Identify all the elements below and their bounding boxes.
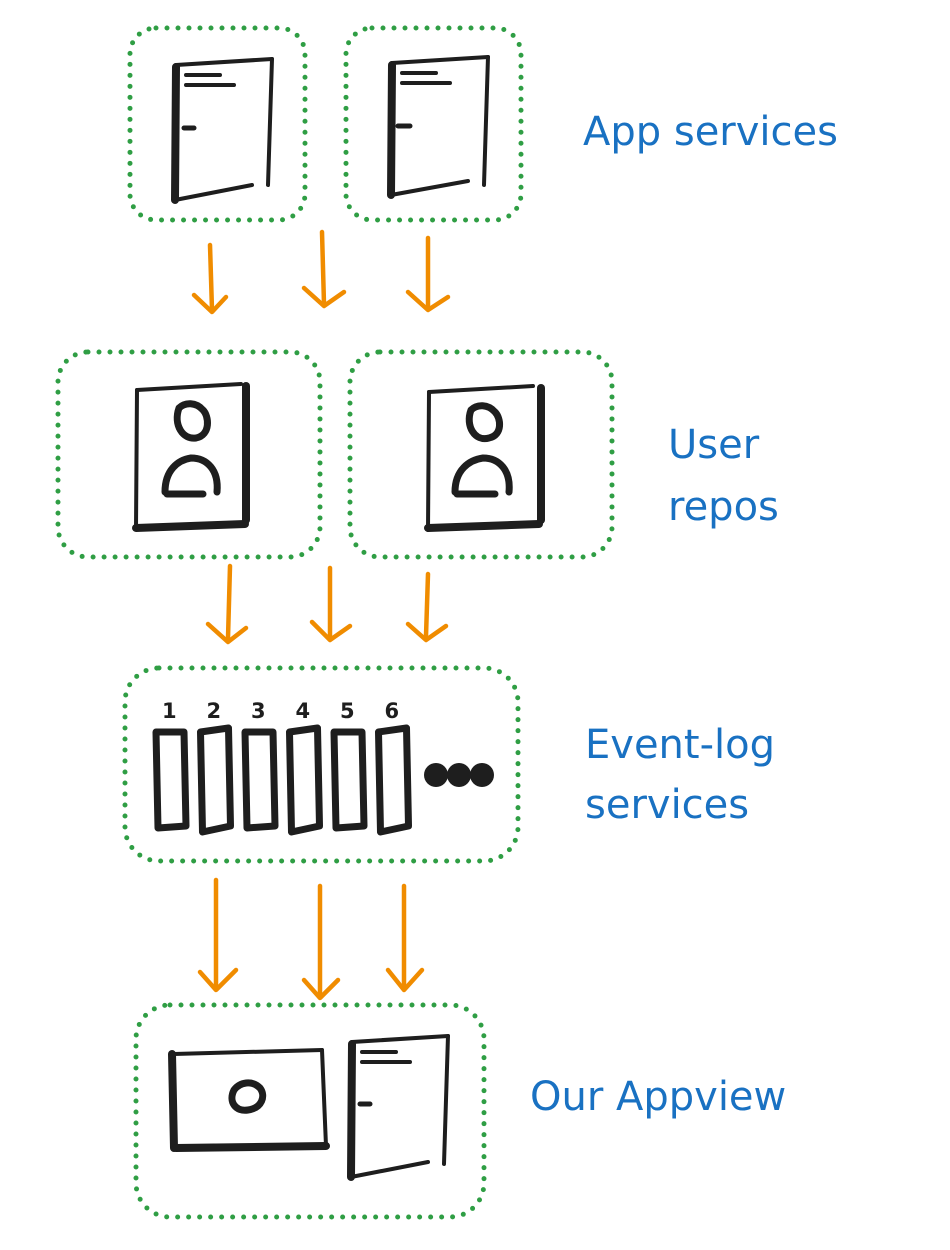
down-arrow-icon: [309, 565, 353, 643]
user-repos-label-line2: repos: [668, 484, 779, 530]
log-segment-icon: 6: [375, 699, 412, 836]
appview-label: Our Appview: [530, 1074, 786, 1120]
user-profile-icon: [132, 382, 250, 532]
down-arrow-icon: [385, 883, 425, 993]
ellipsis-icon: [424, 763, 494, 787]
user-profile-icon: [424, 384, 545, 532]
down-arrow-icon: [405, 571, 449, 643]
screen-icon: [168, 1048, 330, 1152]
log-segment-number: 5: [340, 699, 355, 723]
arrows-eventlog-to-appview: [197, 877, 425, 1001]
log-segment-icon: 5: [330, 699, 368, 832]
log-segment-number: 4: [296, 699, 311, 723]
log-segment-number: 1: [162, 699, 177, 723]
log-segment-icon: 1: [152, 699, 190, 832]
event-log-label-line1: Event-log: [585, 722, 775, 768]
down-arrow-icon: [191, 242, 229, 315]
user-repo-box: [55, 349, 323, 560]
document-icon: [171, 57, 274, 204]
down-arrow-icon: [301, 229, 347, 309]
down-arrow-icon: [197, 877, 239, 993]
down-arrow-icon: [205, 563, 249, 645]
app-service-box: [127, 25, 308, 223]
event-log-label-line2: services: [585, 782, 749, 828]
event-log-segments: 1 2 3 4 5 6: [152, 699, 412, 836]
down-arrow-icon: [405, 235, 451, 313]
app-services-label: App services: [583, 109, 838, 155]
log-segment-number: 2: [207, 699, 222, 723]
app-service-box: [343, 25, 524, 223]
log-segment-icon: 3: [241, 699, 279, 832]
log-segment-icon: 2: [197, 699, 234, 836]
document-icon: [387, 55, 490, 199]
log-segment-icon: 4: [286, 699, 323, 836]
down-arrow-icon: [301, 883, 341, 1001]
user-repos-row: User repos: [55, 349, 779, 560]
event-log-box: [122, 665, 521, 864]
user-repo-box: [347, 349, 615, 560]
event-log-row: 1 2 3 4 5 6 Event-log services: [122, 665, 775, 864]
app-services-row: App services: [127, 25, 838, 223]
log-segment-number: 3: [251, 699, 266, 723]
appview-box: [133, 1002, 487, 1220]
appview-row: Our Appview: [133, 1002, 786, 1220]
user-repos-label-line1: User: [668, 422, 760, 468]
log-segment-number: 6: [385, 699, 400, 723]
arrows-app-to-repos: [191, 229, 451, 315]
document-icon: [347, 1034, 450, 1181]
arrows-repos-to-eventlog: [205, 563, 449, 645]
